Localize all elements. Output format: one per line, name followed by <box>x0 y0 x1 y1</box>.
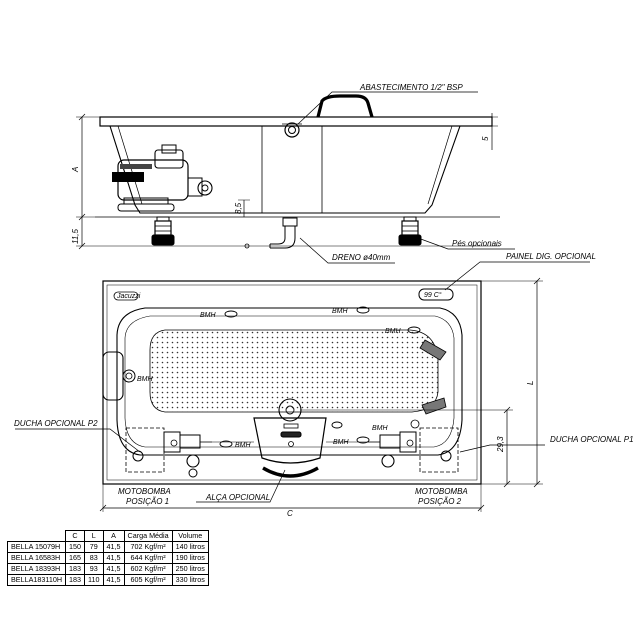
table-header-cell: Carga Média <box>123 530 173 542</box>
table-cell: 79 <box>84 541 104 553</box>
bmh-label: BMH <box>200 312 217 319</box>
table-row: BELLA 18393H 183 93 41,5 602 Kgf/m² 250 … <box>6 563 209 575</box>
supply-label: ABASTECIMENTO 1/2" BSP <box>359 83 463 92</box>
jet <box>224 310 238 318</box>
table-row: BELLA 15079H 150 79 41,5 702 Kgf/m² 140 … <box>6 541 209 553</box>
spec-table: C L A Carga Média Volume BELLA 15079H 15… <box>6 530 209 586</box>
tub-inner-basin <box>116 307 463 456</box>
motor-pump-position-1 <box>125 427 212 478</box>
table-cell: 41,5 <box>102 574 125 586</box>
motor-pump-side <box>112 144 213 212</box>
table-cell: 150 <box>65 541 86 553</box>
top-handle <box>316 94 374 118</box>
table-row: BELLA183110H 183 110 41,5 605 Kgf/m² 330… <box>6 574 209 586</box>
table-cell: 83 <box>84 552 104 564</box>
foot-left <box>151 216 175 246</box>
dim-8-5: 8,5 <box>234 202 243 214</box>
motor-pump-position-2 <box>368 419 459 473</box>
jet <box>407 326 421 334</box>
table-cell: 190 litros <box>171 552 209 564</box>
jet <box>356 306 370 314</box>
table-cell: 140 litros <box>171 541 209 553</box>
table-cell-model: BELLA 18393H <box>6 563 67 575</box>
brand-badge <box>113 291 139 301</box>
table-cell: 183 <box>65 563 86 575</box>
bmh-label: BMH <box>372 425 389 432</box>
dim-11-5: 11,5 <box>71 228 80 244</box>
foot-right <box>398 216 422 246</box>
headrest <box>102 351 136 401</box>
dim-c: C <box>287 509 293 518</box>
table-cell-model: BELLA183110H <box>6 574 67 586</box>
table-cell: 41,5 <box>102 563 125 575</box>
table-cell: 110 <box>84 574 104 586</box>
table-cell: 330 litros <box>171 574 209 586</box>
table-header-blank <box>7 530 67 542</box>
table-cell: 183 <box>65 574 86 586</box>
table-header-cell: Volume <box>171 530 209 542</box>
jet <box>356 436 370 444</box>
table-cell: 165 <box>65 552 86 564</box>
dim-l: L <box>526 381 535 385</box>
table-header-cell: A <box>102 530 125 542</box>
drain-label: DRENO ø40mm <box>332 253 391 262</box>
drain-pipe <box>269 217 298 249</box>
dim-a: A <box>71 167 80 173</box>
table-cell: 605 Kgf/m² <box>123 574 173 586</box>
table-row: BELLA 16583H 165 83 41,5 644 Kgf/m² 190 … <box>6 552 209 564</box>
bmh-label: BMH <box>332 308 349 315</box>
table-cell: 644 Kgf/m² <box>123 552 173 564</box>
supply-fitting <box>282 122 302 138</box>
jet <box>219 440 233 448</box>
table-header-cell: L <box>84 530 104 542</box>
pump-pos1-line1: MOTOBOMBA <box>118 487 171 496</box>
table-cell: 250 litros <box>171 563 209 575</box>
table-cell: 41,5 <box>102 541 125 553</box>
bmh-label: BMH <box>333 439 350 446</box>
bmh-label: BMH <box>137 376 154 383</box>
handle-label: ALÇA OPCIONAL <box>205 493 270 502</box>
brand-text: Jacuzzi <box>116 293 141 300</box>
table-header-cell: C <box>65 530 86 542</box>
pump-pos2-line2: POSIÇÃO 2 <box>418 497 462 506</box>
table-cell-model: BELLA 16583H <box>6 552 67 564</box>
digital-panel <box>418 288 454 301</box>
jet <box>331 421 343 429</box>
table-cell: 93 <box>84 563 104 575</box>
table-header-row: C L A Carga Média Volume <box>7 530 209 542</box>
optional-handle <box>262 466 319 478</box>
panel-display: 99 C° <box>424 291 442 299</box>
tub-floor-pattern <box>149 329 439 413</box>
table-cell-model: BELLA 15079H <box>6 541 67 553</box>
bmh-label: BMH <box>385 328 402 335</box>
feet-label: Pés opcionais <box>452 239 502 248</box>
shower-p2-label: DUCHA OPCIONAL P2 <box>14 419 98 428</box>
top-plan-view <box>15 261 590 512</box>
pump-pos1-line2: POSIÇÃO 1 <box>126 497 169 506</box>
side-elevation-view <box>76 91 515 264</box>
dim-29-3: 29,3 <box>496 436 505 453</box>
table-cell: 41,5 <box>102 552 125 564</box>
shower-p1-label: DUCHA OPCIONAL P1 <box>550 435 634 444</box>
bmh-label: BMH <box>235 442 252 449</box>
table-cell: 602 Kgf/m² <box>123 563 173 575</box>
table-cell: 702 Kgf/m² <box>123 541 173 553</box>
dim-5: 5 <box>481 136 490 141</box>
pump-pos2-line1: MOTOBOMBA <box>415 487 468 496</box>
panel-label: PAINEL DIG. OPCIONAL <box>506 252 596 261</box>
